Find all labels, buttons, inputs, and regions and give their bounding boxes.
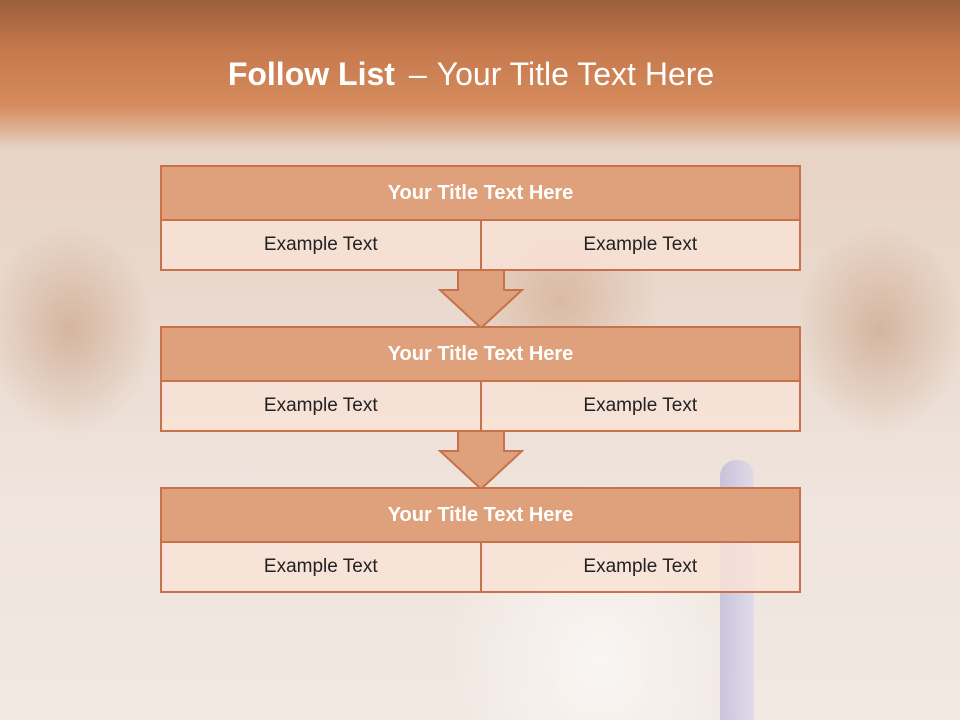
step-title: Your Title Text Here — [160, 165, 801, 221]
step-block-3: Your Title Text Here Example Text Exampl… — [160, 487, 801, 593]
step-cell-right: Example Text — [479, 382, 799, 430]
step-cell-left: Example Text — [162, 221, 480, 269]
title-separator: – — [408, 56, 427, 92]
step-title: Your Title Text Here — [160, 326, 801, 382]
header-band — [0, 0, 960, 150]
step-block-2: Your Title Text Here Example Text Exampl… — [160, 326, 801, 432]
title-bold: Follow List — [227, 56, 395, 92]
step-row: Example Text Example Text — [160, 221, 801, 271]
slide-title: Follow List–Your Title Text Here — [0, 56, 942, 93]
step-cell-left: Example Text — [162, 543, 480, 591]
step-block-1: Your Title Text Here Example Text Exampl… — [160, 165, 801, 271]
step-row: Example Text Example Text — [160, 382, 801, 432]
title-rest: Your Title Text Here — [436, 56, 715, 92]
step-title: Your Title Text Here — [160, 487, 801, 543]
step-cell-left: Example Text — [162, 382, 480, 430]
down-arrow-icon — [438, 431, 524, 491]
step-cell-right: Example Text — [479, 543, 799, 591]
step-cell-right: Example Text — [479, 221, 799, 269]
down-arrow-icon — [438, 270, 524, 330]
step-row: Example Text Example Text — [160, 543, 801, 593]
